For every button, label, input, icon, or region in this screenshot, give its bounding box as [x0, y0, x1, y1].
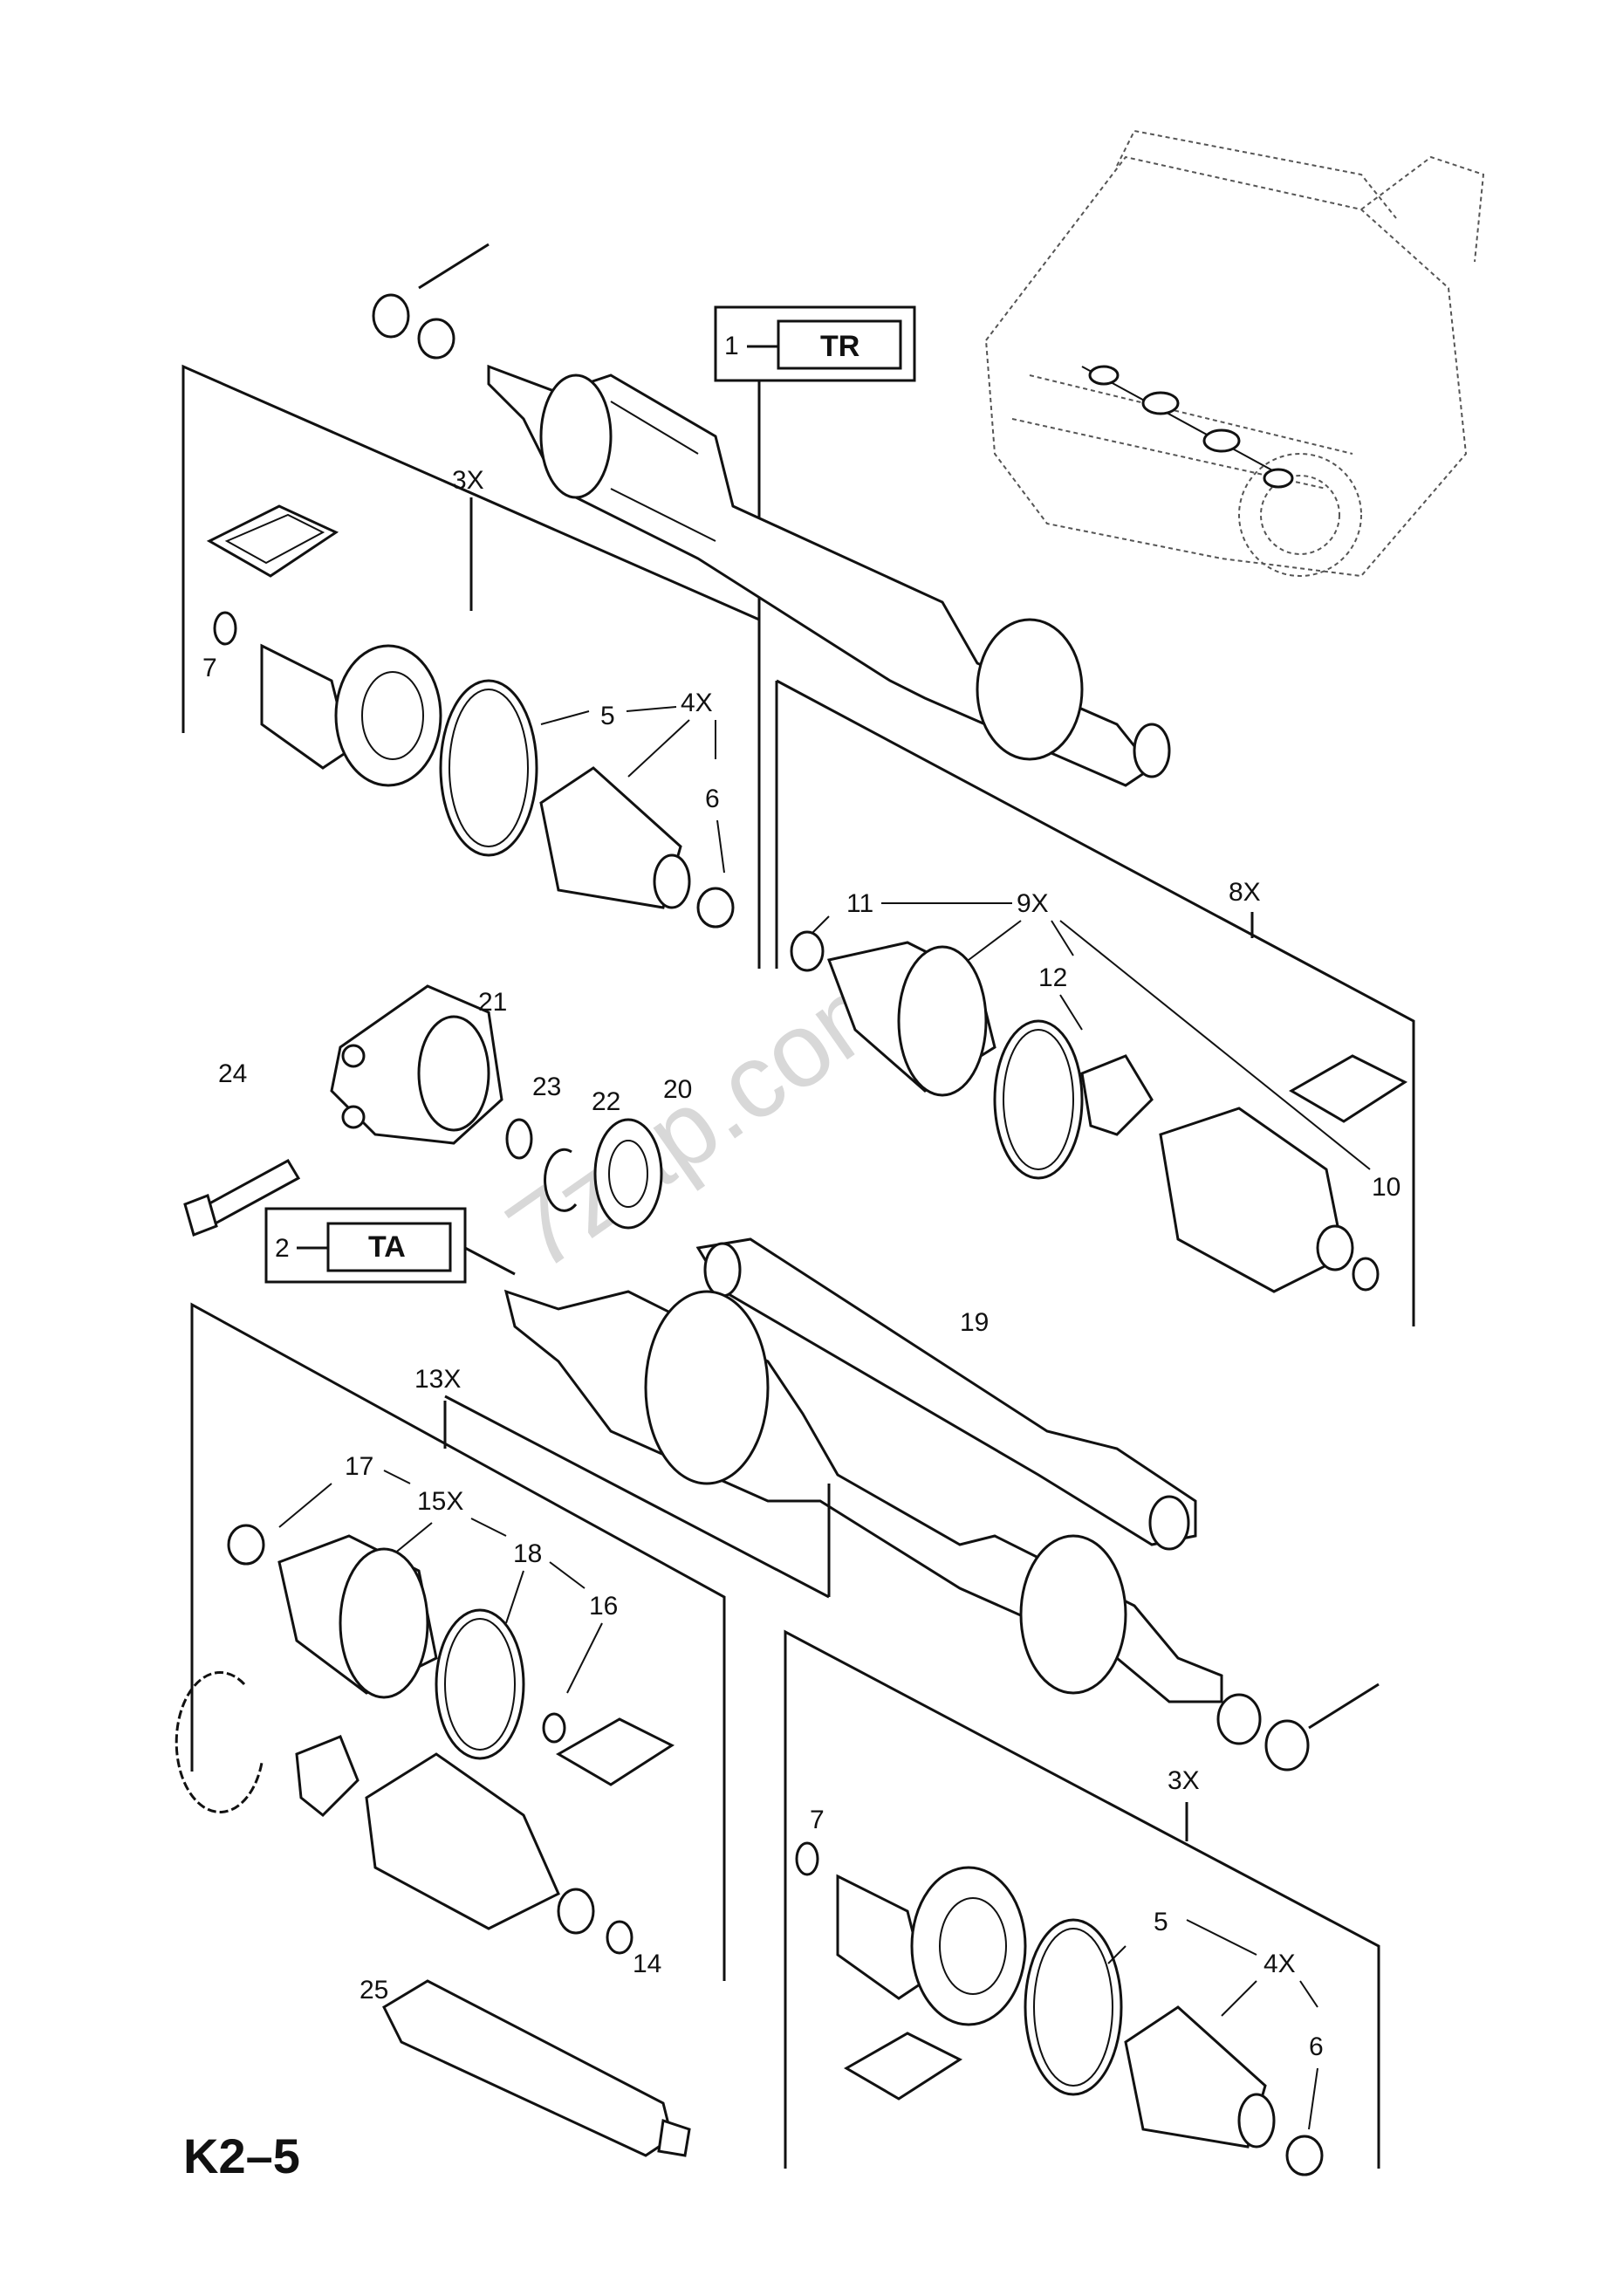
callout-13x: 13X	[414, 1365, 461, 1394]
lower-left-kit-panel: 13X 17 15X 18 16 14 25	[175, 1302, 831, 2157]
washer	[417, 318, 455, 360]
intermediate-shaft: 19	[695, 1237, 1197, 1551]
callout-4x-lower: 4X	[1263, 1950, 1296, 1978]
bearing-bracket-group: 21 24 23 22 20	[183, 984, 692, 1237]
tripod-joint	[1080, 1054, 1154, 1136]
clamp-17	[227, 1524, 265, 1566]
page-code: K2–5	[183, 2128, 300, 2183]
callout-7-lower: 7	[810, 1806, 825, 1834]
outer-joint-lower	[1019, 1534, 1127, 1695]
callout-7-upper: 7	[202, 654, 217, 682]
snap-ring-23	[505, 1118, 533, 1160]
outer-joint-lower-kit	[910, 1866, 1027, 2026]
joint-housing	[1159, 1107, 1346, 1293]
inner-cv-joint	[976, 618, 1084, 761]
grease-sachet-right	[1289, 1054, 1408, 1123]
circlip-7	[213, 611, 237, 646]
inner-joint-lower	[644, 1290, 770, 1485]
callout-18: 18	[513, 1539, 542, 1568]
callout-5-upper: 5	[600, 702, 615, 730]
housing-lower	[365, 1752, 560, 1930]
variant-box-2: 2 TA	[264, 1207, 516, 1284]
callout-21: 21	[478, 988, 507, 1017]
grease-sachet-lower-kit	[844, 2032, 963, 2101]
clamp-ring-12	[993, 1019, 1084, 1180]
callout-15x: 15X	[417, 1487, 463, 1516]
callout-3x-upper: 3X	[452, 466, 484, 495]
upper-left-kit-panel: 3X 7 5 4X 6	[181, 364, 761, 969]
callout-8x: 8X	[1229, 878, 1261, 907]
hub-nut	[372, 293, 410, 339]
variant-box-1-code: TR	[820, 330, 859, 363]
callout-6-upper: 6	[705, 785, 720, 813]
callout-6-lower: 6	[1309, 2032, 1324, 2061]
hub-nut-lower	[1216, 1693, 1262, 1745]
callout-17: 17	[345, 1452, 373, 1481]
callout-24: 24	[218, 1059, 247, 1088]
small-clamp-lower	[1285, 2135, 1324, 2176]
callout-12: 12	[1038, 963, 1067, 992]
clamp-11	[790, 930, 825, 972]
variant-box-2-number: 2	[275, 1234, 290, 1263]
clamp-ring-lower-kit	[1024, 1918, 1123, 2096]
washer-lower	[1264, 1719, 1310, 1772]
variant-box-2-code: TA	[368, 1230, 406, 1264]
circlip-16	[542, 1712, 566, 1744]
grease-sachet-lower	[556, 1717, 675, 1786]
callout-10: 10	[1372, 1173, 1400, 1202]
upper-drive-shaft	[372, 243, 1171, 787]
boot-clamp-ring	[439, 679, 538, 857]
callout-14: 14	[633, 1950, 661, 1978]
clamp-ring-18	[435, 1608, 525, 1760]
callout-9x: 9X	[1017, 889, 1049, 918]
variant-box-1-number: 1	[724, 332, 739, 360]
spring-clip	[175, 1671, 264, 1813]
lower-drive-shaft	[503, 1289, 1380, 1772]
callout-19: 19	[960, 1308, 989, 1337]
callout-11: 11	[846, 889, 873, 918]
grease-tube	[382, 1979, 674, 2157]
callout-23: 23	[532, 1073, 561, 1101]
small-clamp	[696, 887, 735, 929]
outer-cv-joint	[539, 374, 613, 499]
vehicle-location-sketch	[984, 129, 1485, 578]
callout-22: 22	[592, 1087, 620, 1116]
outer-joint	[334, 644, 442, 787]
tripod-lower	[295, 1735, 360, 1818]
callout-3x-lower: 3X	[1168, 1766, 1200, 1795]
callout-16: 16	[589, 1592, 618, 1621]
callout-20: 20	[663, 1075, 692, 1104]
lower-right-kit-panel: 3X 7 5 4X 6	[784, 1629, 1380, 2176]
circlip-7-lower	[795, 1841, 819, 1876]
callout-4x-upper: 4X	[681, 689, 713, 717]
callout-25: 25	[360, 1976, 388, 2005]
right-kit-panel: 8X 11 9X 12 10	[775, 679, 1415, 1326]
bearing-20	[593, 1118, 663, 1230]
circlip-22	[544, 1148, 578, 1212]
callout-5-lower: 5	[1154, 1908, 1168, 1936]
